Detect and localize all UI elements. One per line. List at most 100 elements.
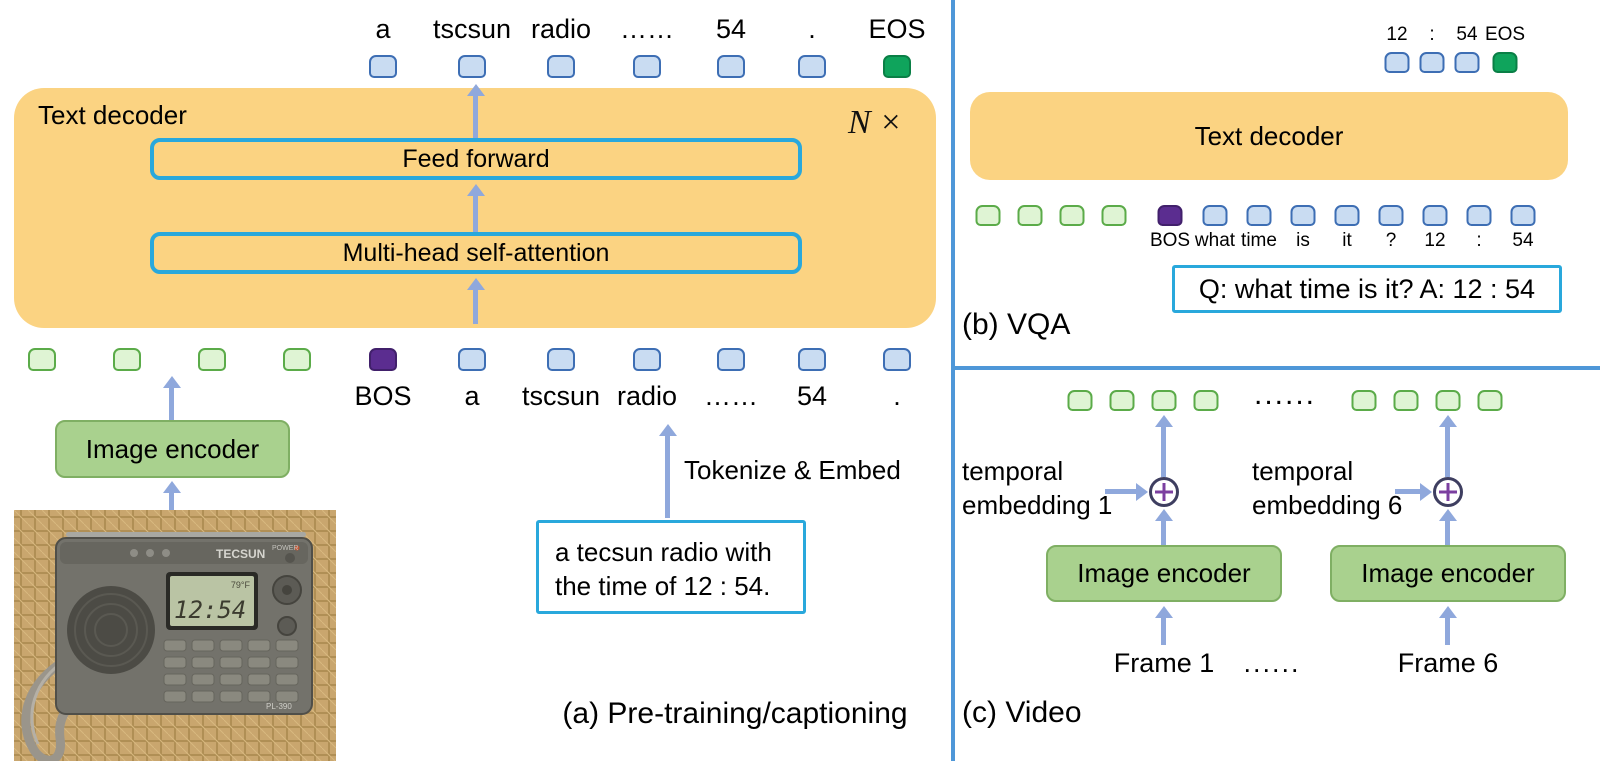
tokenize-embed-label: Tokenize & Embed — [684, 455, 901, 485]
output-label: tscsun — [432, 14, 512, 44]
vertical-divider — [951, 0, 955, 761]
arrow-attention-to-feedforward — [473, 195, 478, 232]
add-operator-1 — [1149, 477, 1179, 507]
text-token — [883, 348, 911, 371]
arrow-input-to-attention — [473, 289, 478, 324]
eos-token — [883, 55, 911, 78]
output-label-b: EOS — [1484, 24, 1526, 45]
output-label: EOS — [868, 14, 926, 44]
image-encoder-box-a: Image encoder — [55, 420, 290, 478]
tuning-knob — [272, 575, 302, 636]
text-token — [1384, 52, 1410, 73]
input-label-b: 12 — [1424, 230, 1446, 251]
frame-1-label: Frame 1 — [1113, 648, 1215, 678]
radio-photo: TECSUN POWER 79°F 12:54 — [14, 510, 336, 761]
button-grid — [163, 639, 299, 703]
video-token — [1151, 390, 1177, 411]
image-encoder-box-c1: Image encoder — [1046, 545, 1282, 602]
arrow-encoder-to-tokens — [169, 387, 174, 420]
text-token — [1290, 205, 1316, 226]
input-label-b: it — [1342, 230, 1352, 251]
radio-brand: TECSUN — [216, 547, 265, 561]
output-label-b: 54 — [1456, 24, 1478, 45]
video-token — [1109, 390, 1135, 411]
text-token — [717, 348, 745, 371]
bos-token — [1157, 205, 1183, 226]
image-encoder-label-c1: Image encoder — [1077, 558, 1251, 588]
input-label-b: 54 — [1512, 230, 1534, 251]
self-attention-label: Multi-head self-attention — [342, 238, 610, 267]
video-token — [1477, 390, 1503, 411]
text-token — [369, 55, 397, 78]
text-token — [1422, 205, 1448, 226]
arrow-frame-1 — [1161, 617, 1166, 645]
text-token — [1202, 205, 1228, 226]
video-token — [1193, 390, 1219, 411]
temporal-6-line1: temporal — [1252, 456, 1354, 486]
image-token — [28, 348, 56, 371]
temporal-embedding-6: temporal embedding 6 — [1252, 454, 1402, 522]
temporal-1-line2: embedding 1 — [962, 490, 1113, 520]
caption-line-1: a tecsun radio with — [555, 537, 772, 567]
text-decoder-label-a: Text decoder — [38, 100, 187, 130]
text-token — [547, 55, 575, 78]
text-token — [458, 348, 486, 371]
image-token — [113, 348, 141, 371]
arrow-temporal-1 — [1105, 489, 1137, 494]
video-token — [1435, 390, 1461, 411]
temp-reading: 79°F — [231, 580, 251, 590]
text-token — [1419, 52, 1445, 73]
image-encoder-label-c2: Image encoder — [1361, 558, 1535, 588]
output-label: a — [375, 14, 391, 44]
image-token — [1101, 205, 1127, 226]
video-token — [1393, 390, 1419, 411]
temporal-1-line1: temporal — [962, 456, 1064, 486]
arrow-encoder-to-oplus-1 — [1161, 520, 1166, 545]
input-label: …… — [704, 381, 758, 411]
image-token — [1059, 205, 1085, 226]
input-label-b: : — [1476, 230, 1482, 251]
power-label: POWER — [272, 545, 298, 552]
temporal-6-line2: embedding 6 — [1252, 490, 1403, 520]
input-label-b: time — [1241, 230, 1277, 251]
model-label: PL-390 — [266, 702, 292, 711]
arrow-oplus-to-tokens-6 — [1445, 426, 1450, 477]
panel-b-caption: (b) VQA — [962, 308, 1071, 341]
input-label: . — [893, 381, 901, 411]
qa-text: Q: what time is it? A: 12 : 54 — [1198, 273, 1536, 304]
input-label: a — [464, 381, 480, 411]
text-token — [798, 55, 826, 78]
input-label-b: ? — [1385, 230, 1397, 251]
arrow-tokenize — [665, 435, 670, 518]
input-label-b: BOS — [1149, 230, 1191, 251]
time-display: 12:54 — [174, 596, 246, 624]
image-token — [198, 348, 226, 371]
output-label: . — [808, 14, 816, 44]
text-token — [547, 348, 575, 371]
image-encoder-label-a: Image encoder — [85, 433, 260, 464]
text-token — [1510, 205, 1536, 226]
antenna — [66, 532, 306, 537]
speaker-grille — [67, 586, 155, 674]
text-token — [1466, 205, 1492, 226]
add-operator-6 — [1433, 477, 1463, 507]
video-token — [1351, 390, 1377, 411]
caption-text-box: a tecsun radio with the time of 12 : 54. — [536, 520, 806, 614]
text-token — [1454, 52, 1480, 73]
frame-dots: ...... — [1243, 648, 1301, 678]
output-label: …… — [620, 14, 674, 44]
image-token — [1017, 205, 1043, 226]
input-label: 54 — [796, 381, 828, 411]
text-token — [798, 348, 826, 371]
image-token — [975, 205, 1001, 226]
arrow-oplus-to-tokens-1 — [1161, 426, 1166, 477]
arrow-photo-to-encoder — [169, 492, 174, 510]
video-token-dots: ...... — [1253, 378, 1317, 411]
feed-forward-box: Feed forward — [150, 138, 802, 180]
text-token — [1334, 205, 1360, 226]
image-token — [283, 348, 311, 371]
arrow-encoder-to-oplus-6 — [1445, 520, 1450, 545]
caption-line-2: the time of 12 : 54. — [555, 571, 771, 601]
output-label-b: 12 — [1386, 24, 1408, 45]
